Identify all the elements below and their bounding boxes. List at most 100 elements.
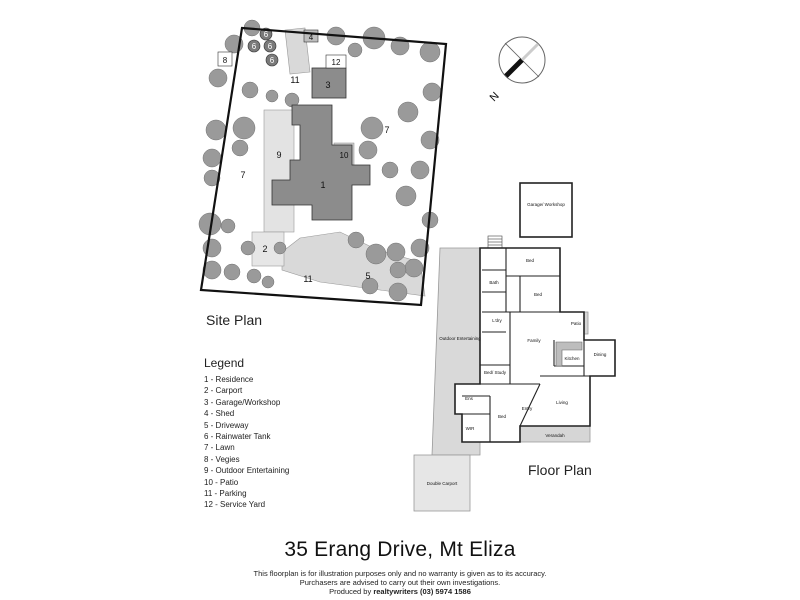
- area-label-parking-north: 11: [290, 75, 299, 85]
- kitchen-bench: [555, 341, 583, 367]
- area-label-shed: 4: [309, 33, 314, 42]
- legend-title: Legend: [204, 356, 245, 370]
- area-label-carport: 2: [262, 244, 267, 254]
- area-label-patio: 10: [340, 151, 349, 160]
- tree-icon: [202, 260, 222, 280]
- garage-workshop-building: [311, 67, 347, 99]
- room-label-entry: Entry: [522, 406, 533, 411]
- room-label-kitchen: Kitchen: [564, 356, 580, 361]
- tree-icon: [358, 140, 378, 160]
- tree-icon: [246, 268, 262, 284]
- tree-icon: [208, 68, 228, 88]
- floor-plan-title: Floor Plan: [528, 462, 592, 478]
- area-label-garage: 3: [325, 80, 330, 90]
- area-label-vegies: 8: [223, 56, 228, 65]
- site-plan: 1 2 3 4 5 6 6 6 6 7 7 8 9 10 11 11 12: [198, 19, 448, 307]
- producer-credit: Produced by realtywriters (03) 5974 1586: [0, 587, 800, 596]
- legend-item: 11 - Parking: [204, 489, 247, 499]
- area-label-lawn-east: 7: [384, 125, 389, 135]
- room-label-ensuite: Ens: [465, 396, 474, 401]
- service-yard: [325, 54, 347, 69]
- tree-icon: [265, 89, 279, 103]
- legend-list: 1 - Residence 2 - Carport 3 - Garage/Wor…: [204, 374, 289, 511]
- tree-icon: [410, 160, 430, 180]
- tree-icon: [273, 241, 287, 255]
- tree-icon: [422, 82, 442, 102]
- disclaimer-line-1: This floorplan is for illustration purpo…: [253, 569, 547, 578]
- floor-garage-workshop: [519, 182, 573, 238]
- room-label-garage: Garage/ Workshop: [527, 202, 565, 207]
- legend-item: 7 - Lawn: [204, 443, 235, 453]
- tree-icon: [231, 139, 249, 157]
- producer-name: realtywriters (03) 5974 1586: [373, 587, 471, 596]
- internal-walls: [462, 248, 590, 442]
- tree-icon: [397, 101, 419, 123]
- tree-icon: [395, 185, 417, 207]
- room-label-patio: Patio: [571, 321, 582, 326]
- legend-item: 4 - Shed: [204, 409, 235, 419]
- legend-item: 10 - Patio: [204, 477, 239, 487]
- north-label: N: [488, 90, 502, 104]
- tree-icon: [388, 282, 408, 302]
- tree-icon: [410, 238, 430, 258]
- tree-icon: [347, 42, 363, 58]
- tree-icon: [361, 277, 379, 295]
- room-label-bed-2: Bed: [534, 292, 543, 297]
- area-label-tank-4: 6: [270, 56, 275, 65]
- tree-icon: [347, 231, 365, 249]
- tree-icon: [381, 161, 399, 179]
- legend-item: 8 - Vegies: [204, 454, 240, 464]
- legend-item: 3 - Garage/Workshop: [204, 397, 281, 407]
- double-carport: [413, 454, 471, 512]
- house-outline: [454, 247, 616, 443]
- area-label-service-yard: 12: [332, 58, 341, 67]
- tree-icon: [232, 116, 256, 140]
- area-label-parking-south: 11: [303, 274, 312, 284]
- tree-icon: [241, 81, 259, 99]
- producer-prefix: Produced by: [329, 587, 374, 596]
- site-plan-title: Site Plan: [206, 312, 263, 328]
- legend-item: 1 - Residence: [204, 375, 254, 384]
- area-label-tank-2: 6: [252, 42, 257, 51]
- house-floor-plan: Garage/ Workshop Bed Bed Bath L'dry Fami…: [413, 182, 616, 512]
- legend-item: 2 - Carport: [204, 386, 243, 396]
- legend-item: 5 - Driveway: [204, 420, 249, 430]
- room-label-study: Bed/ Study: [484, 370, 507, 375]
- outdoor-entertaining-area: [263, 109, 295, 233]
- room-label-bed-1: Bed: [526, 258, 535, 263]
- tree-icon: [203, 169, 221, 187]
- room-label-verandah: Verandah: [545, 433, 565, 438]
- tree-icon: [240, 240, 256, 256]
- room-label-bed-3: Bed: [498, 414, 507, 419]
- room-label-family: Family: [527, 338, 541, 343]
- property-address: 35 Erang Drive, Mt Eliza: [284, 538, 516, 561]
- tree-icon: [389, 261, 407, 279]
- room-label-laundry: L'dry: [492, 318, 502, 323]
- area-label-tank-1: 6: [264, 30, 269, 39]
- vegie-garden: [217, 51, 233, 67]
- room-label-double-carport: Double Carport: [427, 481, 458, 486]
- tree-icon: [202, 148, 222, 168]
- room-label-wir: WIR: [466, 426, 475, 431]
- residence-building: [271, 104, 371, 221]
- area-label-residence: 1: [320, 180, 325, 190]
- room-label-living: Living: [556, 400, 568, 405]
- area-label-tank-3: 6: [268, 42, 273, 51]
- tree-icon: [205, 119, 227, 141]
- tree-icon: [223, 263, 241, 281]
- legend-item: 12 - Service Yard: [204, 500, 266, 510]
- area-label-driveway: 5: [365, 271, 370, 281]
- disclaimer: This floorplan is for illustration purpo…: [0, 569, 800, 596]
- tree-icon: [404, 258, 424, 278]
- stairs: [487, 235, 503, 249]
- property-boundary: [199, 26, 448, 307]
- room-label-outdoor-entertaining: Outdoor Entertaining: [439, 336, 481, 341]
- disclaimer-line-2: Purchasers are advised to carry out thei…: [299, 578, 501, 587]
- area-label-lawn-west: 7: [240, 170, 245, 180]
- north-arrow-icon: N: [488, 36, 546, 104]
- tree-icon: [420, 130, 440, 150]
- room-label-bath: Bath: [489, 280, 499, 285]
- legend-item: 6 - Rainwater Tank: [204, 432, 271, 442]
- legend-item: 9 - Outdoor Entertaining: [204, 466, 290, 476]
